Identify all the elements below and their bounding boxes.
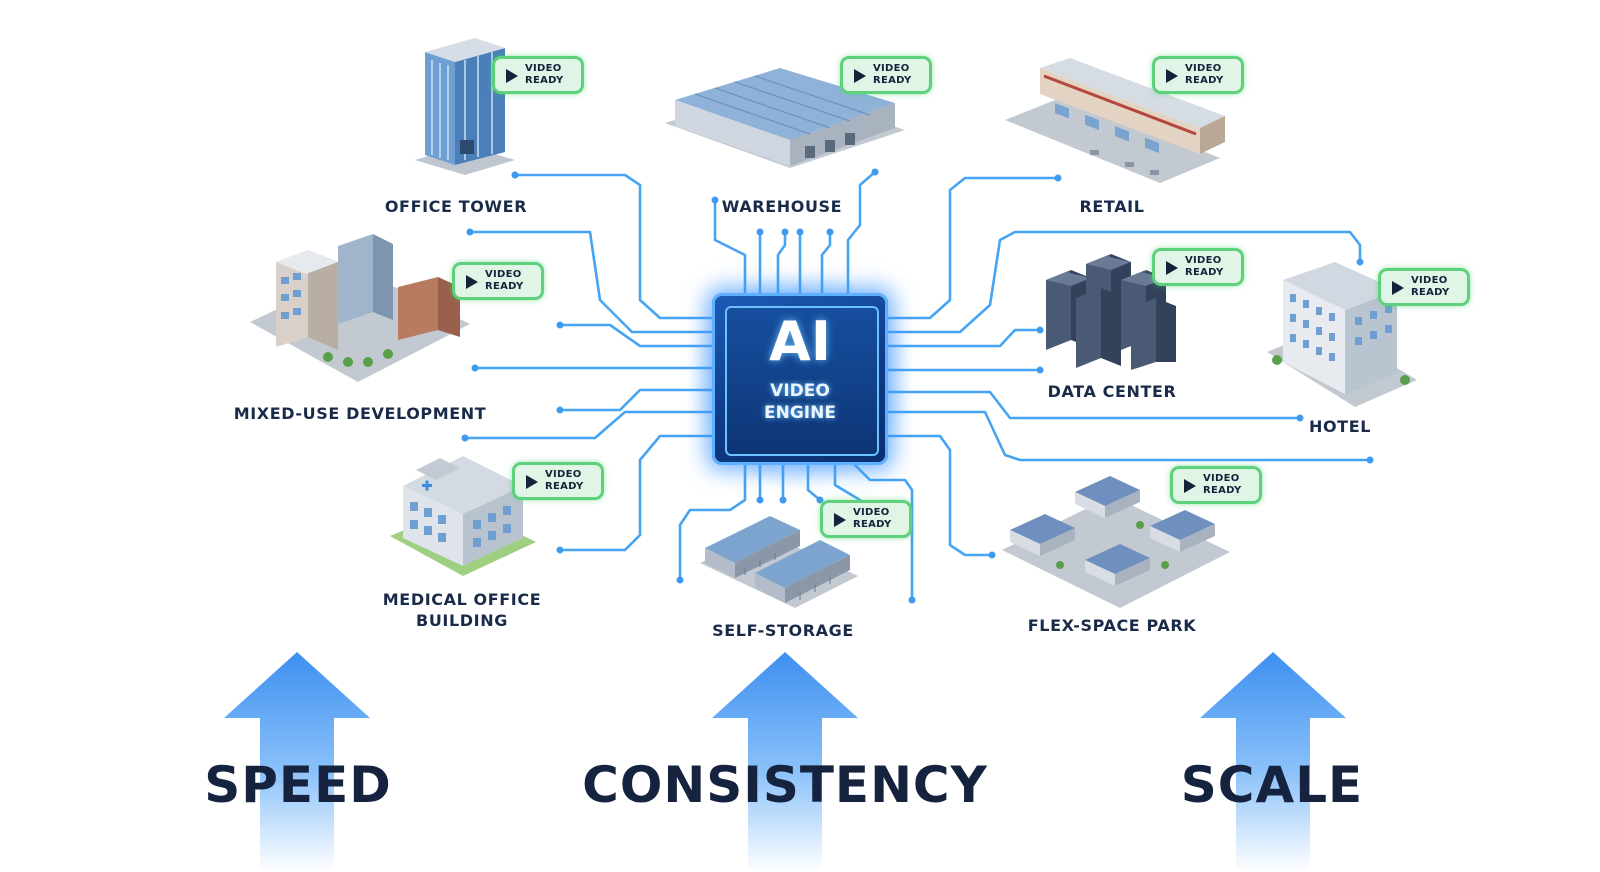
up-arrow-consistency xyxy=(712,652,858,872)
chip-subtitle-line2: ENGINE xyxy=(764,403,836,423)
pillar-consistency: CONSISTENCY xyxy=(582,756,988,814)
label-flex-space-park: FLEX-SPACE PARK xyxy=(1027,616,1197,635)
label-self-storage: SELF-STORAGE xyxy=(712,621,854,640)
chip-title: AI xyxy=(769,310,831,373)
up-arrow-speed xyxy=(224,652,370,872)
data-center-illustration xyxy=(1046,254,1176,370)
office-tower-illustration xyxy=(415,38,515,175)
play-icon xyxy=(1184,479,1196,493)
ai-video-engine-chip: AI VIDEO ENGINE xyxy=(690,271,910,487)
label-hotel: HOTEL xyxy=(1308,417,1372,436)
chip-subtitle-line1: VIDEO xyxy=(770,381,830,401)
play-icon xyxy=(854,69,866,83)
play-icon xyxy=(506,69,518,83)
medical-office-illustration xyxy=(390,456,536,576)
play-icon xyxy=(1166,69,1178,83)
play-icon xyxy=(466,275,478,289)
label-retail: RETAIL xyxy=(1079,197,1145,216)
label-office-tower: OFFICE TOWER xyxy=(384,197,528,216)
label-medical-line2: BUILDING xyxy=(416,611,508,630)
chip-inner-border xyxy=(725,306,879,456)
play-icon xyxy=(1392,281,1404,295)
flex-space-park-illustration xyxy=(1002,476,1230,608)
up-arrow-scale xyxy=(1200,652,1346,872)
label-mixed-use-development: MIXED-USE DEVELOPMENT xyxy=(233,404,487,423)
label-data-center: DATA CENTER xyxy=(1047,382,1177,401)
self-storage-illustration xyxy=(700,516,858,608)
retail-illustration xyxy=(1005,58,1225,183)
label-medical-office-building: MEDICAL OFFICE BUILDING xyxy=(383,589,541,631)
warehouse-illustration xyxy=(665,68,905,168)
pillar-scale: SCALE xyxy=(1180,756,1364,814)
label-medical-line1: MEDICAL OFFICE xyxy=(382,590,542,609)
mixed-use-illustration xyxy=(250,234,470,382)
play-icon xyxy=(1166,261,1178,275)
play-icon xyxy=(834,513,846,527)
pillar-speed: SPEED xyxy=(204,756,392,814)
hotel-illustration xyxy=(1267,262,1417,407)
label-warehouse: WAREHOUSE xyxy=(721,197,843,216)
play-icon xyxy=(526,475,538,489)
